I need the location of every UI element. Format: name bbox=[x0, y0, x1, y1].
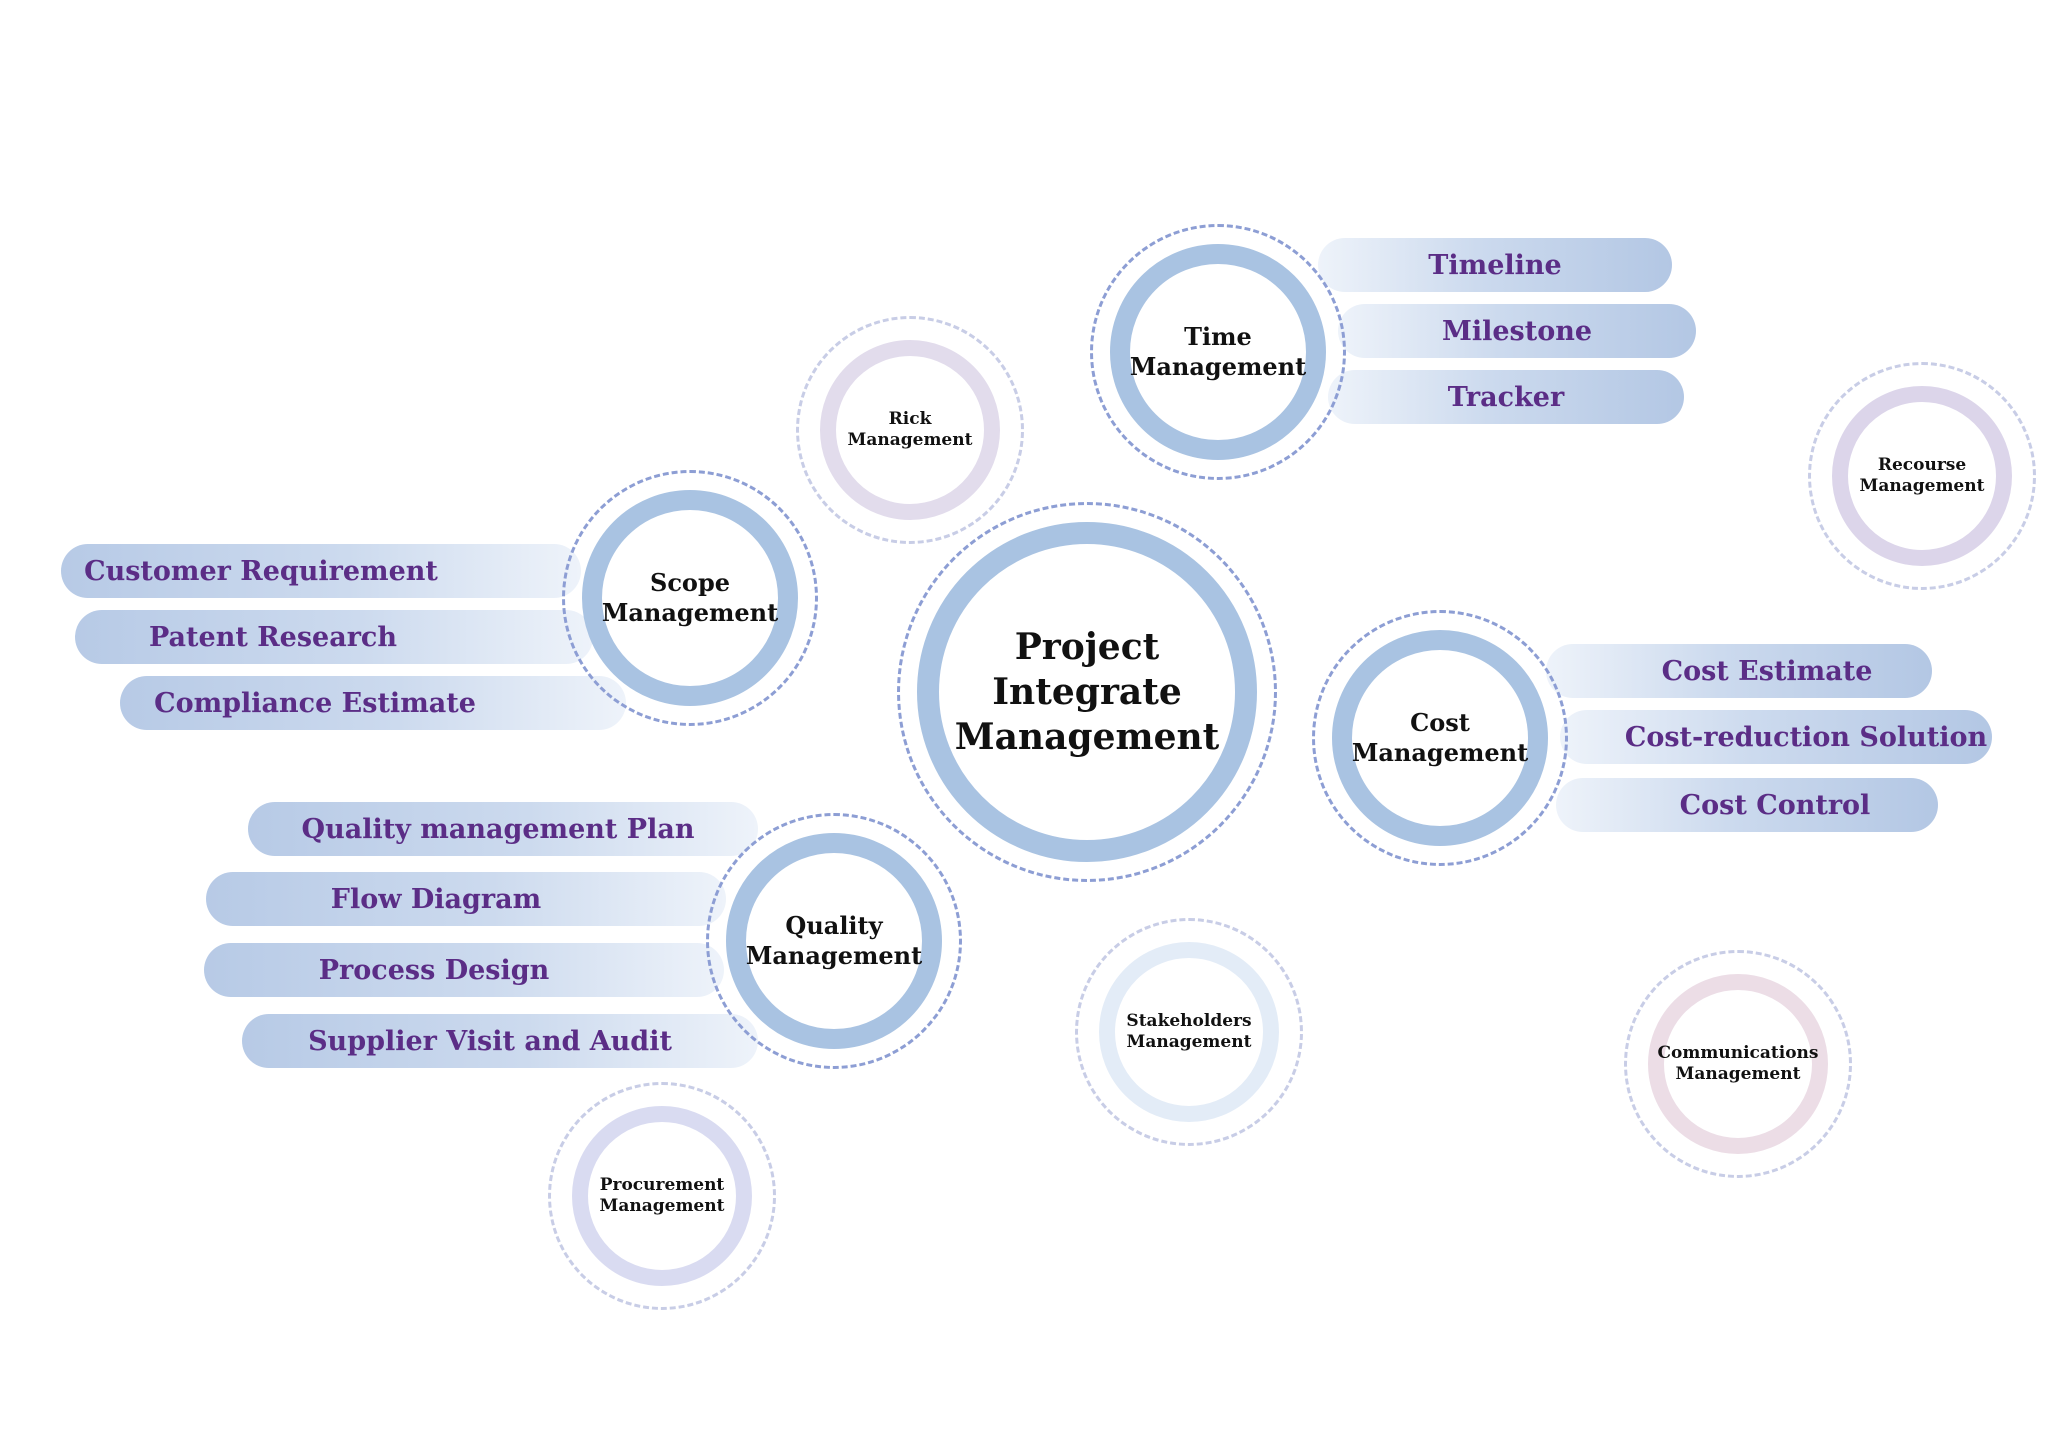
resource-label-line2: Management bbox=[1859, 476, 1985, 496]
center-title-line2: Integrate bbox=[992, 670, 1182, 713]
quality-item-quality-management-plan: Quality management Plan bbox=[248, 802, 758, 856]
risk-label-line2: Management bbox=[847, 430, 973, 450]
cost-management-node: Cost Management bbox=[1312, 610, 1568, 866]
procurement-label-line2: Management bbox=[599, 1196, 725, 1216]
quality-management-node: Quality Management bbox=[706, 813, 962, 1069]
center-ring: Project Integrate Management bbox=[917, 522, 1257, 862]
quality-label-line2: Management bbox=[745, 941, 923, 970]
center-title-line1: Project bbox=[1014, 625, 1160, 668]
resource-management-node: Recourse Management bbox=[1808, 362, 2036, 590]
risk-management-node: Rick Management bbox=[796, 316, 1024, 544]
quality-item-process-design: Process Design bbox=[204, 943, 724, 997]
cost-label-line2: Management bbox=[1351, 738, 1529, 767]
procurement-label-line1: Procurement bbox=[599, 1174, 725, 1195]
time-item-milestone: Milestone bbox=[1338, 304, 1696, 358]
quality-item-flow-diagram: Flow Diagram bbox=[206, 872, 726, 926]
scope-item-customer-requirement: Customer Requirement bbox=[61, 544, 581, 598]
time-management-node: Time Management bbox=[1090, 224, 1346, 480]
cost-item-cost-reduction-solution: Cost-reduction Solution bbox=[1560, 710, 1992, 764]
scope-label-line1: Scope bbox=[649, 568, 730, 597]
time-label-line1: Time bbox=[1184, 322, 1252, 351]
time-label-line2: Management bbox=[1129, 352, 1307, 381]
cost-item-cost-control: Cost Control bbox=[1556, 778, 1938, 832]
communications-management-node: Communications Management bbox=[1624, 950, 1852, 1178]
stakeholders-label-line2: Management bbox=[1126, 1032, 1252, 1052]
stakeholders-label-line1: Stakeholders bbox=[1126, 1010, 1252, 1031]
communications-label-line1: Communications bbox=[1657, 1042, 1819, 1063]
center-node: Project Integrate Management bbox=[897, 502, 1277, 882]
scope-management-node: Scope Management bbox=[562, 470, 818, 726]
quality-label-line1: Quality bbox=[785, 911, 883, 940]
scope-item-compliance-estimate: Compliance Estimate bbox=[120, 676, 626, 730]
risk-label-line1: Rick bbox=[888, 408, 932, 429]
communications-label-line2: Management bbox=[1675, 1064, 1801, 1084]
center-title-line3: Management bbox=[954, 715, 1220, 758]
procurement-management-node: Procurement Management bbox=[548, 1082, 776, 1310]
quality-item-supplier-visit-and-audit: Supplier Visit and Audit bbox=[242, 1014, 758, 1068]
time-item-timeline: Timeline bbox=[1318, 238, 1672, 292]
scope-label-line2: Management bbox=[601, 598, 779, 627]
scope-item-patent-research: Patent Research bbox=[75, 610, 593, 664]
cost-item-cost-estimate: Cost Estimate bbox=[1546, 644, 1932, 698]
stakeholders-management-node: Stakeholders Management bbox=[1075, 918, 1303, 1146]
time-item-tracker: Tracker bbox=[1328, 370, 1684, 424]
cost-label-line1: Cost bbox=[1410, 708, 1470, 737]
resource-label-line1: Recourse bbox=[1877, 454, 1967, 475]
